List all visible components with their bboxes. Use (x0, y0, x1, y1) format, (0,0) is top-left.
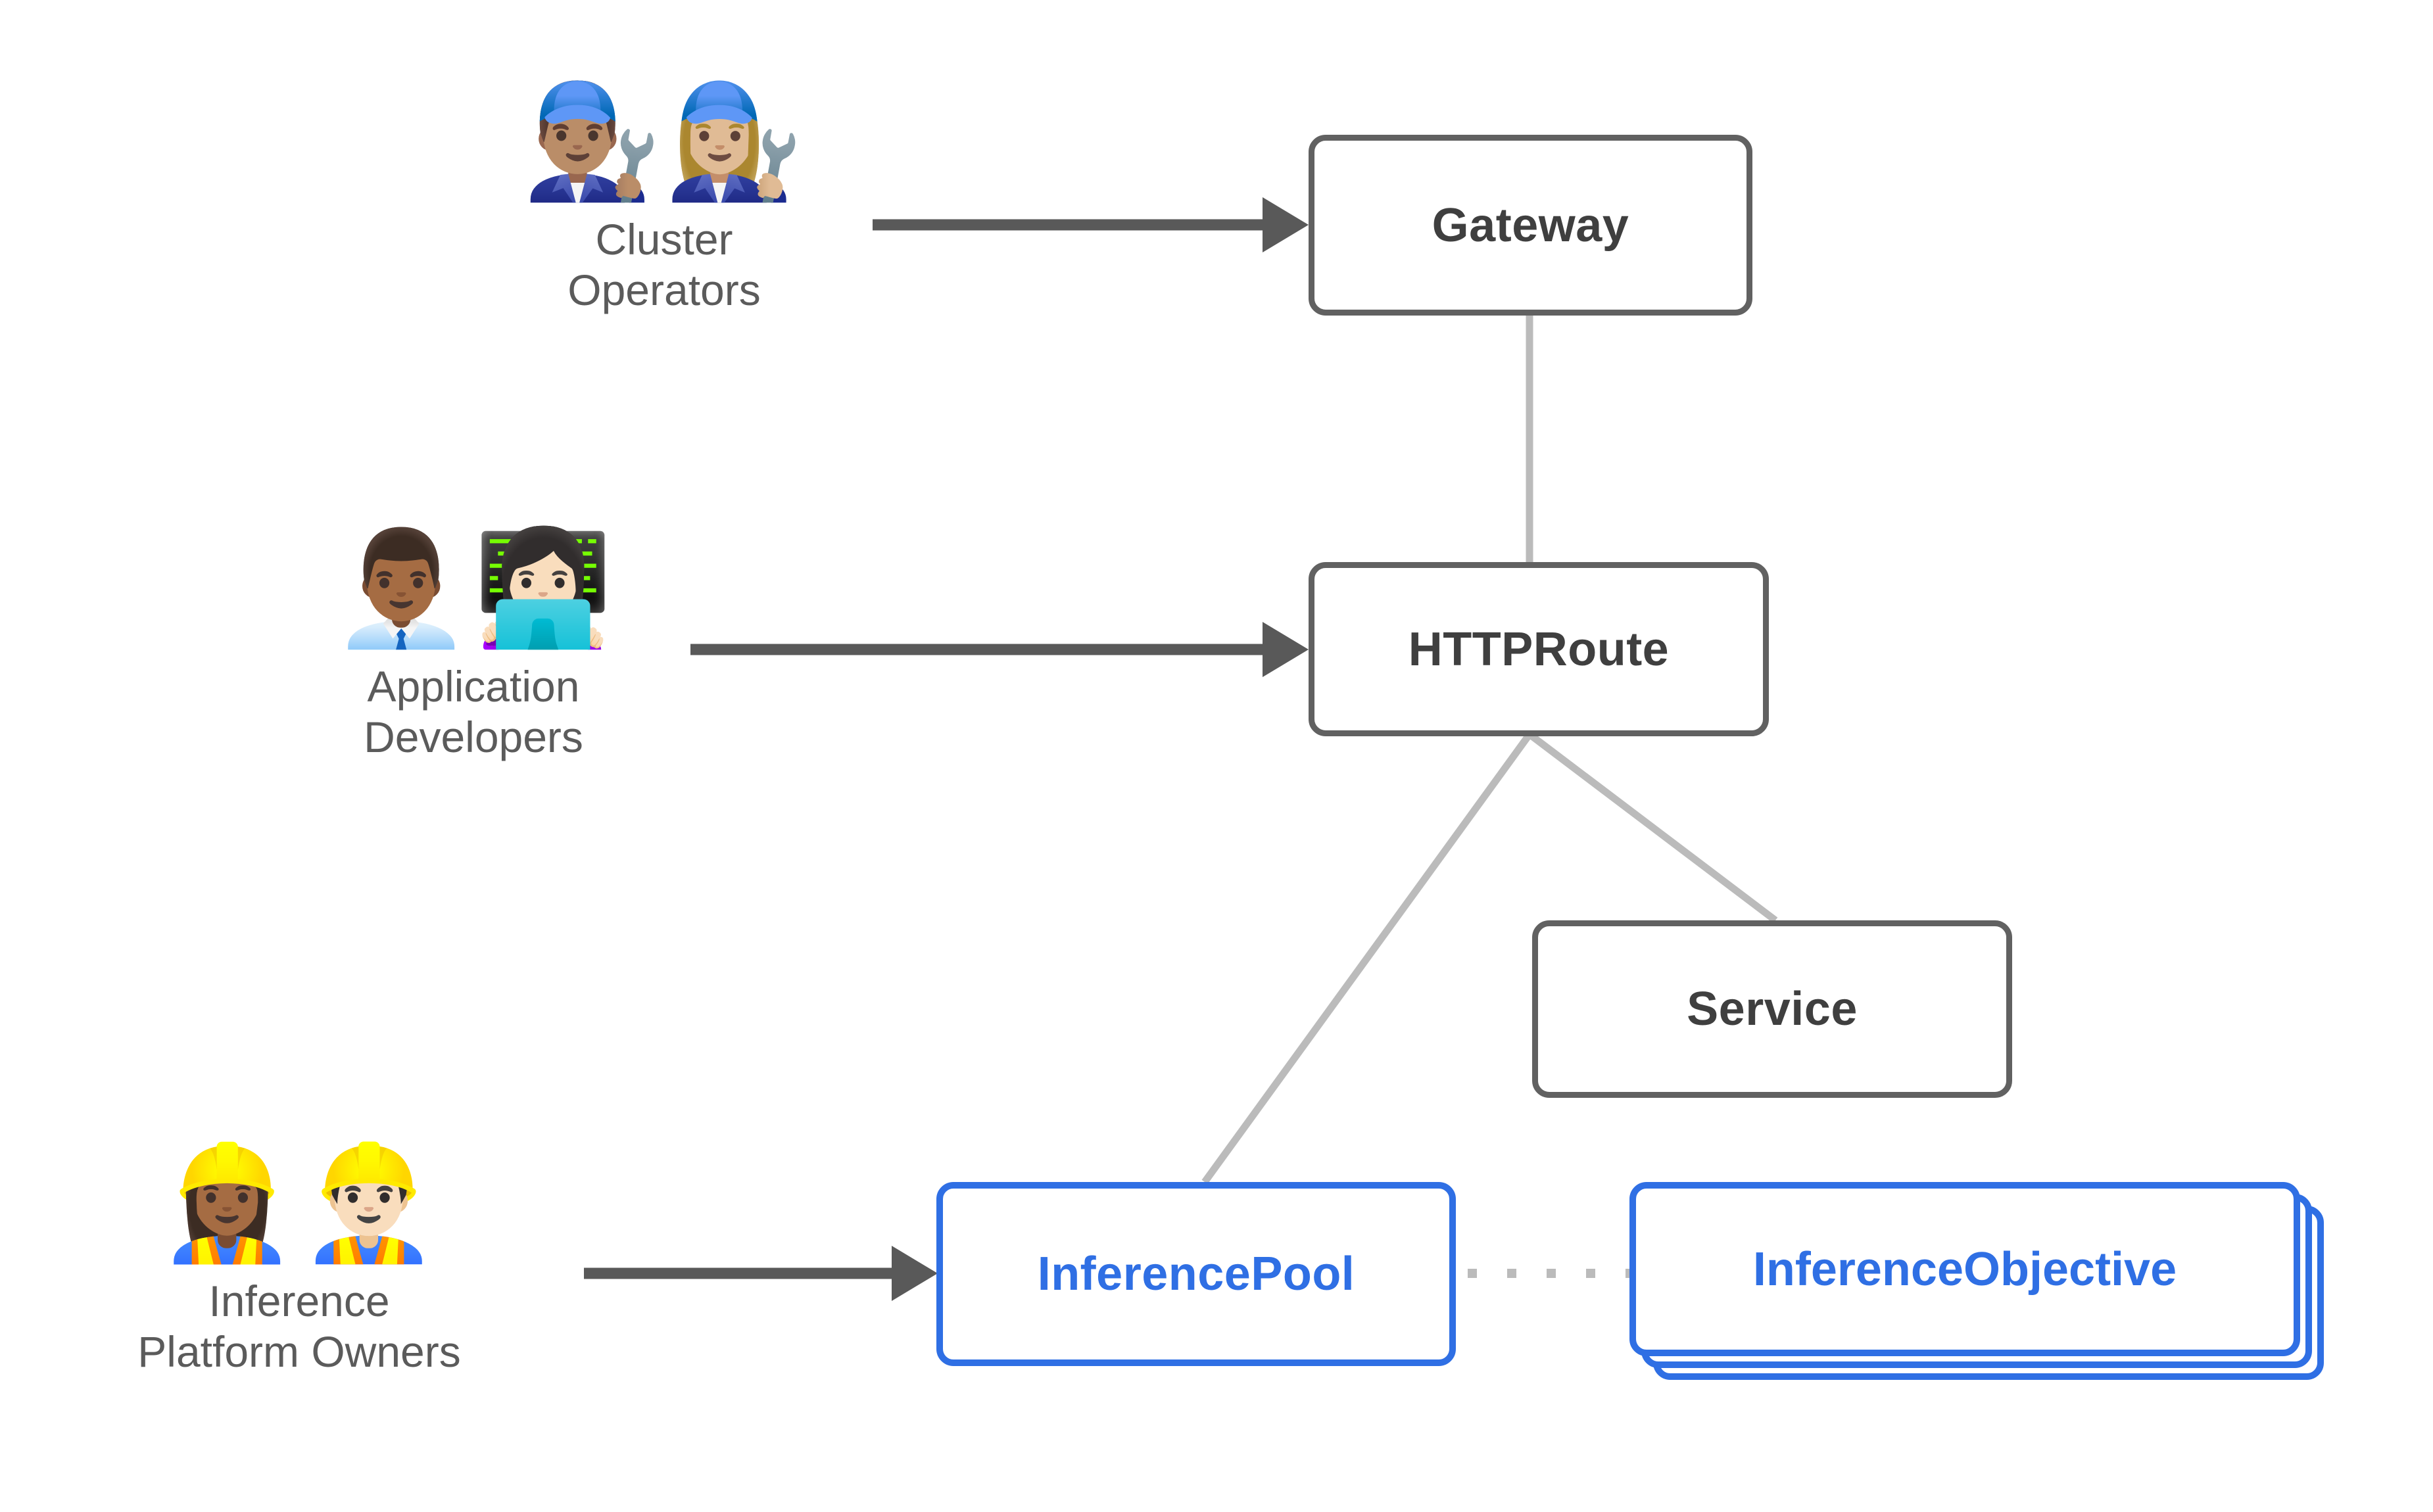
actor-application-developers: 👨🏾‍💼👩🏻‍💻 Application Developers (309, 532, 638, 762)
arrow-application-developers-httproute (690, 622, 1309, 677)
edge-httproute-inferencepool (1201, 732, 1533, 1185)
edge-httproute-service (1527, 731, 1778, 924)
node-inferenceobjective-stack[interactable]: InferenceObjective (1629, 1182, 2326, 1380)
node-label-inferenceobjective: InferenceObjective (1752, 1242, 2177, 1296)
node-service[interactable]: Service (1532, 920, 2012, 1098)
mechanic-pair-emoji: 👨🏽‍🔧👩🏼‍🔧 (522, 76, 806, 206)
arrow-cluster-operators-gateway (873, 197, 1309, 252)
actor-cluster-operators: 👨🏽‍🔧👩🏼‍🔧 Cluster Operators (500, 85, 829, 315)
construction-worker-pair-emoji: 👷🏾‍♀️👷🏻‍♂️ (157, 1138, 441, 1268)
actor-label-inference-platform-owners: Inference Platform Owners (137, 1277, 461, 1376)
node-label-service: Service (1687, 983, 1858, 1035)
actor-inference-platform-owners: 👷🏾‍♀️👷🏻‍♂️ Inference Platform Owners (72, 1147, 526, 1377)
node-label-gateway: Gateway (1432, 199, 1629, 252)
arrow-inference-platform-owners-inferencepool (584, 1246, 938, 1301)
node-label-inferencepool: InferencePool (1037, 1248, 1355, 1300)
actor-label-application-developers: Application Developers (364, 662, 583, 761)
node-label-httproute: HTTPRoute (1408, 623, 1670, 676)
node-inferencepool[interactable]: InferencePool (936, 1182, 1456, 1366)
developer-pair-emoji: 👨🏾‍💼👩🏻‍💻 (331, 523, 615, 653)
actor-label-cluster-operators: Cluster Operators (567, 215, 761, 314)
node-inferenceobjective[interactable]: InferenceObjective (1629, 1182, 2300, 1356)
node-httproute[interactable]: HTTPRoute (1309, 562, 1769, 736)
node-gateway[interactable]: Gateway (1309, 135, 1752, 316)
